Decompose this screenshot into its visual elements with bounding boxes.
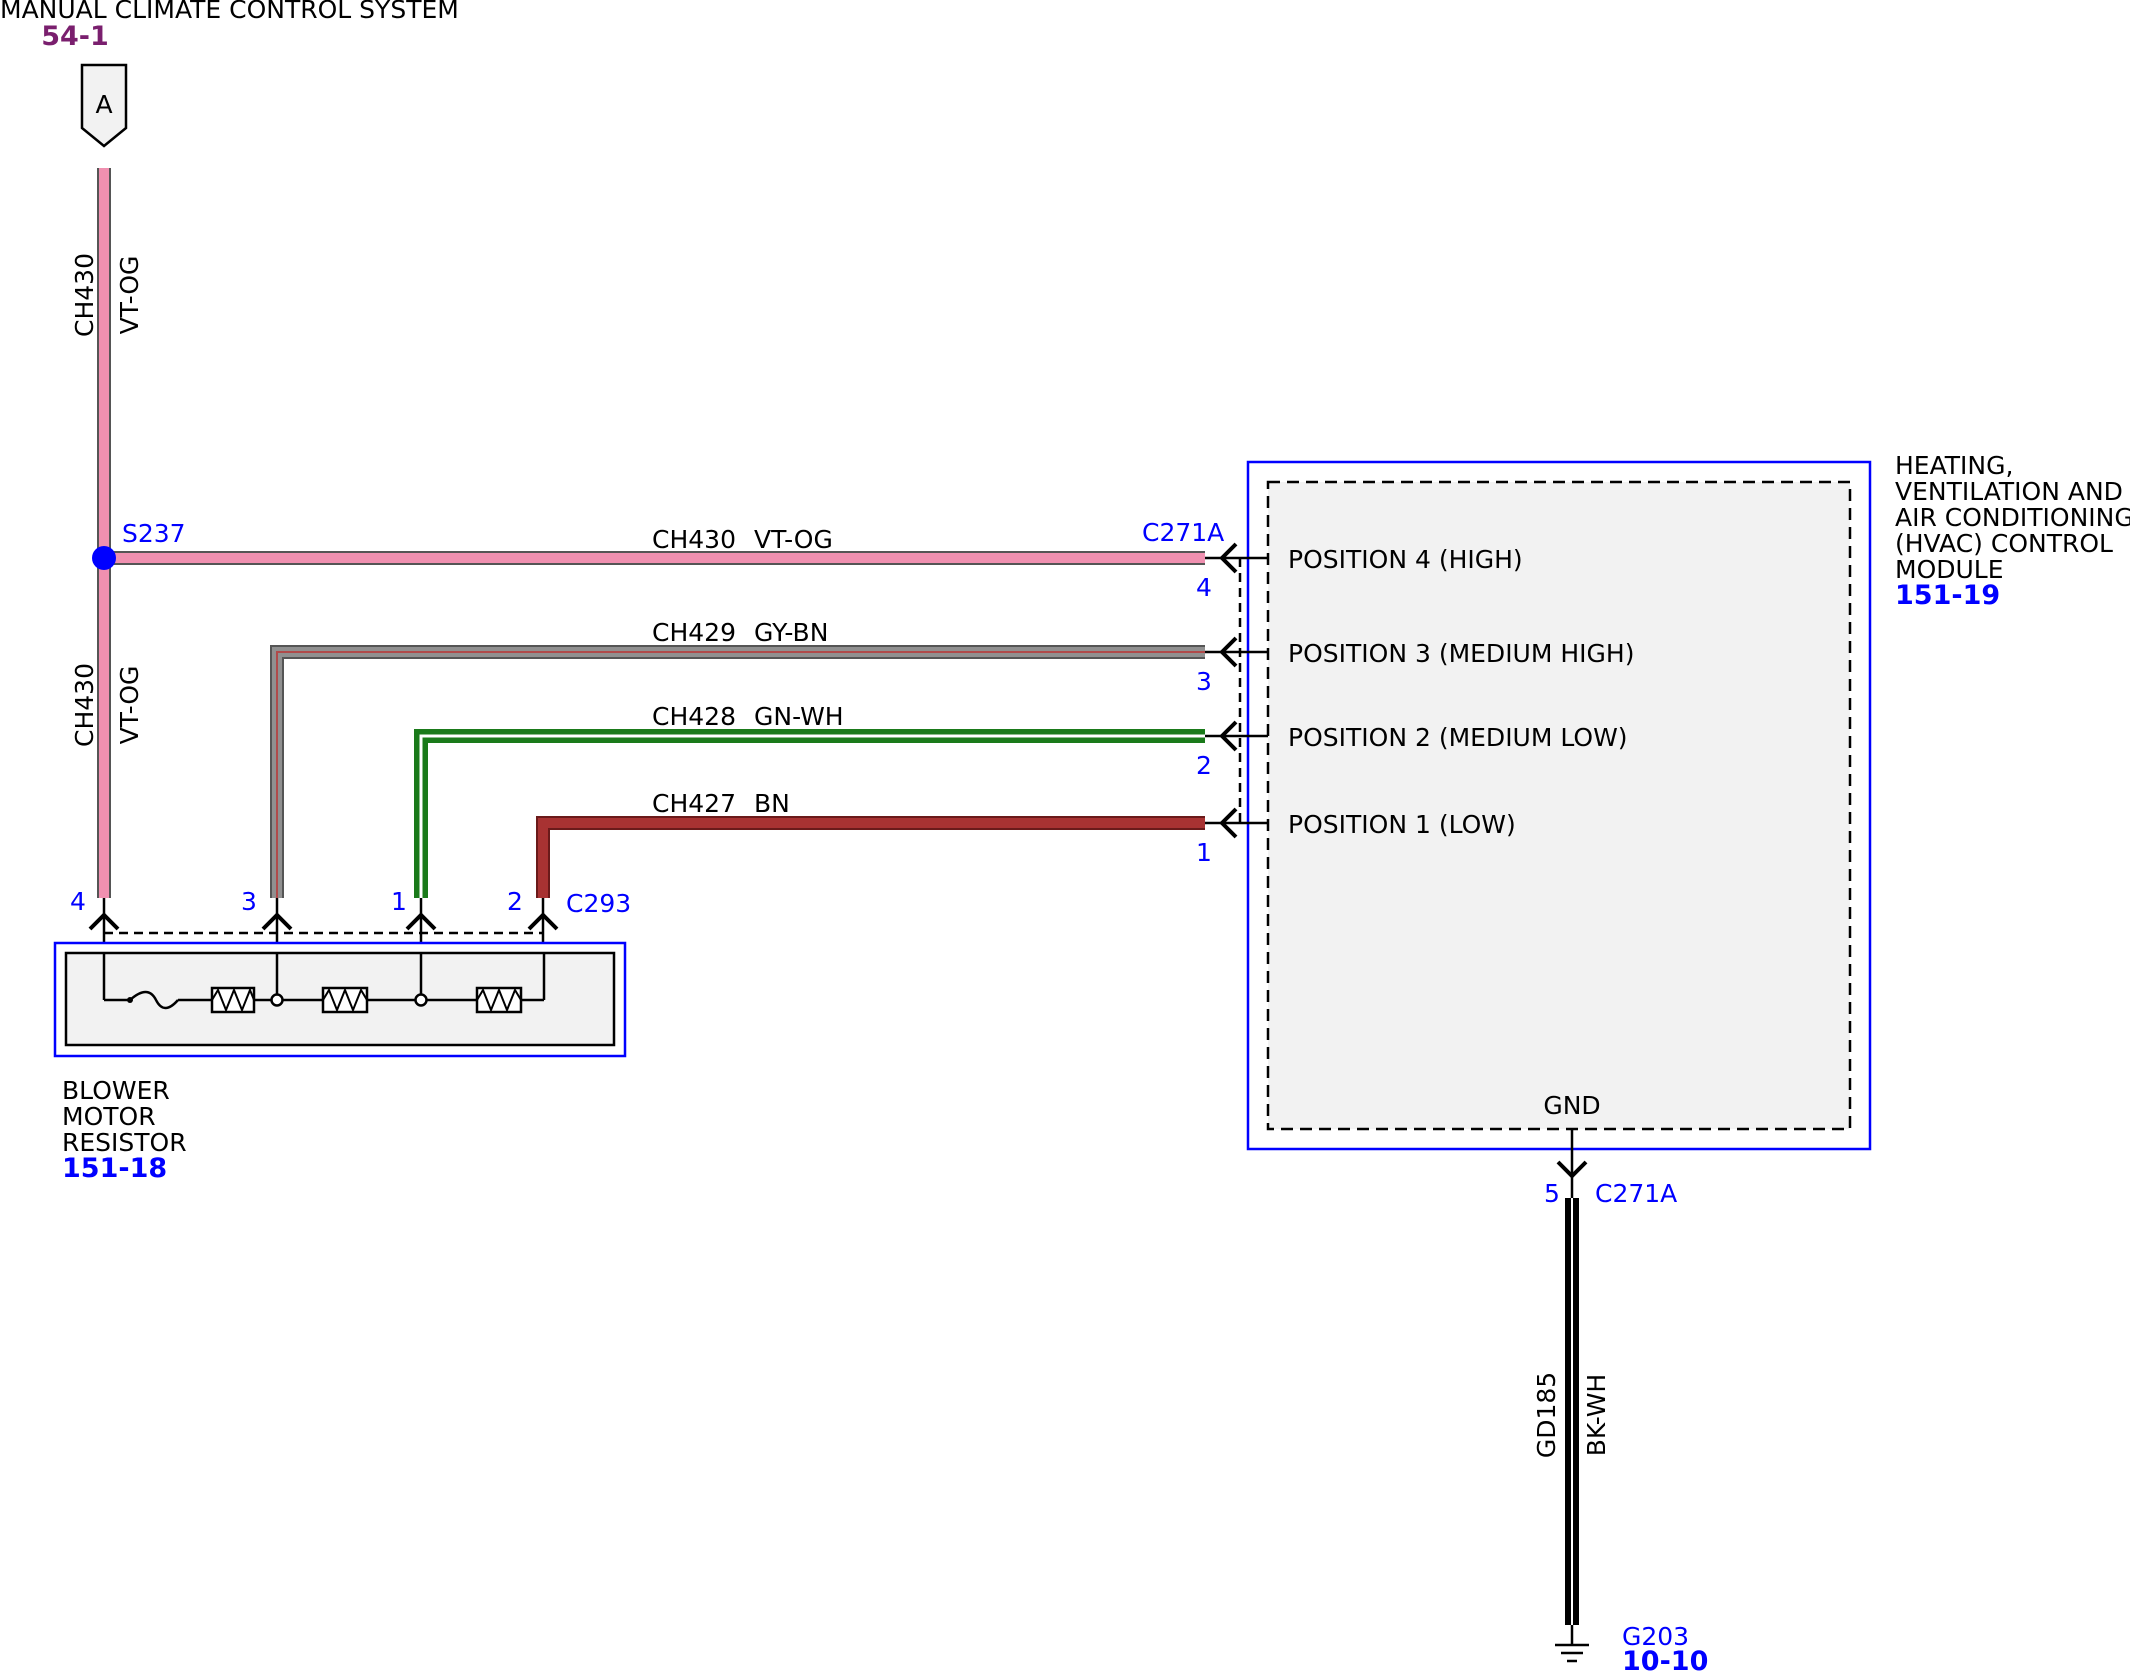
hvac-name-line-5: MODULE [1895,555,2004,584]
wire-label-ch429-color: GY-BN [754,618,828,647]
hvac-position-2-label: POSITION 2 (MEDIUM LOW) [1288,723,1628,752]
resistor-name-line-2: MOTOR [62,1102,156,1131]
system-name: MANUAL CLIMATE CONTROL SYSTEM [0,0,459,24]
wire-label-ch428-color: GN-WH [754,702,844,731]
hvac-name-line-4: (HVAC) CONTROL [1895,529,2113,558]
hvac-pin-3-number: 3 [1196,667,1212,696]
resistor-node-pin-1 [414,993,428,1007]
ground-ref-link[interactable]: 10-10 [1622,1646,1708,1672]
wire-ch429[interactable] [270,645,1205,898]
wire-label-gd185-circuit: GD185 [1532,1372,1561,1458]
hvac-pin-2-number: 2 [1196,751,1212,780]
hvac-pin-3-terminal [1205,636,1268,668]
connector-c271a-label: C271A [1142,518,1224,547]
wire-label-ch430-top-circuit: CH430 [70,253,99,337]
gnd-connector-label: C271A [1595,1179,1677,1208]
splice-s237-dot[interactable] [92,546,116,570]
connector-a-letter: A [95,90,112,119]
resistor-pin-2-number: 2 [507,887,523,916]
hvac-position-3-label: POSITION 3 (MEDIUM HIGH) [1288,639,1634,668]
resistor-pin-1-number: 1 [391,887,407,916]
hvac-gnd-terminal [1556,1129,1588,1198]
hvac-name-line-2: VENTILATION AND [1895,477,2123,506]
hvac-pin-1-terminal [1205,807,1268,839]
hvac-pin-1-number: 1 [1196,838,1212,867]
wire-label-ch427-circuit: CH427 [652,789,736,818]
resistor-name-line-3: RESISTOR [62,1128,187,1157]
hvac-name-line-1: HEATING, [1895,451,2013,480]
hvac-control-module[interactable] [1246,460,1872,1151]
resistor-internal-circuit [102,953,546,1002]
hvac-pin-4-number: 4 [1196,573,1212,602]
wire-label-ch430-circuit: CH430 [652,525,736,554]
resistor-pin-3-number: 3 [241,887,257,916]
resistor-pin-4-number: 4 [70,887,86,916]
resistor-element-1 [210,986,256,1014]
connector-a-tag: A [80,63,128,148]
hvac-gnd-pin-number: 5 [1544,1179,1560,1208]
wire-label-ch429-circuit: CH429 [652,618,736,647]
connector-c293-label: C293 [566,889,631,918]
hvac-gnd-label: GND [1543,1091,1600,1120]
wire-label-ch427-color: BN [754,789,790,818]
hvac-module-ref-link[interactable]: 151-19 [1895,580,2000,611]
hvac-position-4-label: POSITION 4 (HIGH) [1288,545,1523,574]
resistor-node-pin-3 [270,993,284,1007]
thermal-fuse-symbol [127,990,212,1010]
hvac-pin-4-terminal [1205,542,1268,574]
system-ref-link[interactable]: 54-1 [41,21,109,52]
ground-g203-label: G203 [1622,1622,1689,1651]
wire-label-ch430-bottom-color: VT-OG [115,666,144,745]
wire-ch428[interactable] [414,729,1205,898]
wire-label-gd185-color: BK-WH [1582,1374,1611,1456]
resistor-ref-link[interactable]: 151-18 [62,1153,167,1184]
wire-label-ch430-color: VT-OG [754,525,833,554]
wire-label-ch430-top-color: VT-OG [115,256,144,335]
wire-ch427[interactable] [536,816,1205,898]
wire-label-ch428-circuit: CH428 [652,702,736,731]
hvac-position-1-label: POSITION 1 (LOW) [1288,810,1516,839]
ground-symbol [1555,1625,1589,1663]
wire-label-ch430-bottom-circuit: CH430 [70,663,99,747]
hvac-name-line-3: AIR CONDITIONING [1895,503,2130,532]
resistor-name-line-1: BLOWER [62,1076,170,1105]
splice-s237-label: S237 [122,519,186,548]
resistor-element-2 [321,986,369,1014]
hvac-pin-2-terminal [1205,720,1268,752]
resistor-element-3 [475,986,523,1014]
